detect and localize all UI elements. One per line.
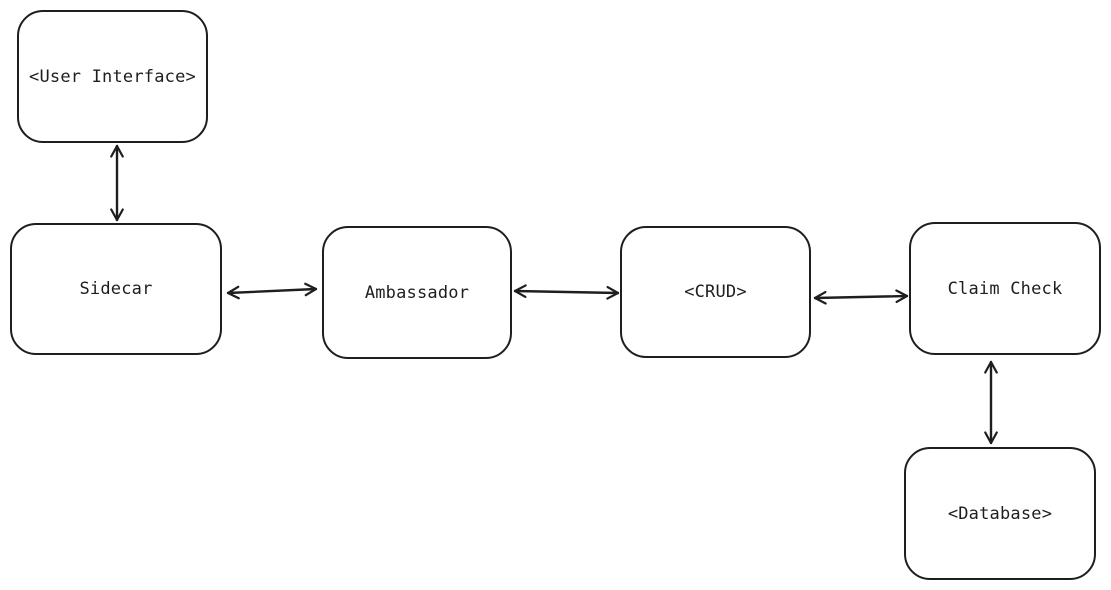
node-label-user-interface: <User Interface> (29, 66, 196, 87)
edge-crud-claim-check-line[interactable] (813, 294, 909, 300)
node-label-ambassador: Ambassador (364, 282, 470, 303)
edge-sidecar-ambassador-arrowhead-start (226, 285, 240, 300)
edge-ambassador-crud-arrowhead-end (606, 285, 620, 300)
node-sidecar[interactable]: Sidecar (10, 223, 222, 355)
edge-crud-claim-check-arrowhead-start (813, 290, 827, 305)
node-label-crud: <CRUD> (684, 282, 747, 302)
node-claim-check[interactable]: Claim Check (909, 222, 1101, 355)
node-user-interface[interactable]: <User Interface> (17, 10, 208, 143)
edge-sidecar-ambassador-arrowhead-end (304, 282, 318, 297)
node-ambassador[interactable]: Ambassador (322, 226, 512, 359)
edge-claim-check-database-arrowhead-end (984, 431, 998, 445)
edge-user-interface-sidecar-arrowhead-end (110, 208, 124, 222)
edge-sidecar-ambassador-line[interactable] (226, 287, 318, 295)
edge-ambassador-crud-arrowhead-start (513, 284, 527, 299)
edge-user-interface-sidecar-arrowhead-start (110, 144, 124, 158)
node-crud[interactable]: <CRUD> (620, 226, 811, 358)
node-database[interactable]: <Database> (904, 447, 1096, 580)
edge-claim-check-database-arrowhead-start (984, 360, 998, 374)
edge-ambassador-crud-line[interactable] (513, 289, 620, 295)
node-label-database: <Database> (947, 503, 1053, 524)
node-label-claim-check: Claim Check (947, 278, 1063, 299)
node-label-sidecar: Sidecar (79, 279, 153, 299)
edge-crud-claim-check-arrowhead-end (895, 289, 909, 304)
